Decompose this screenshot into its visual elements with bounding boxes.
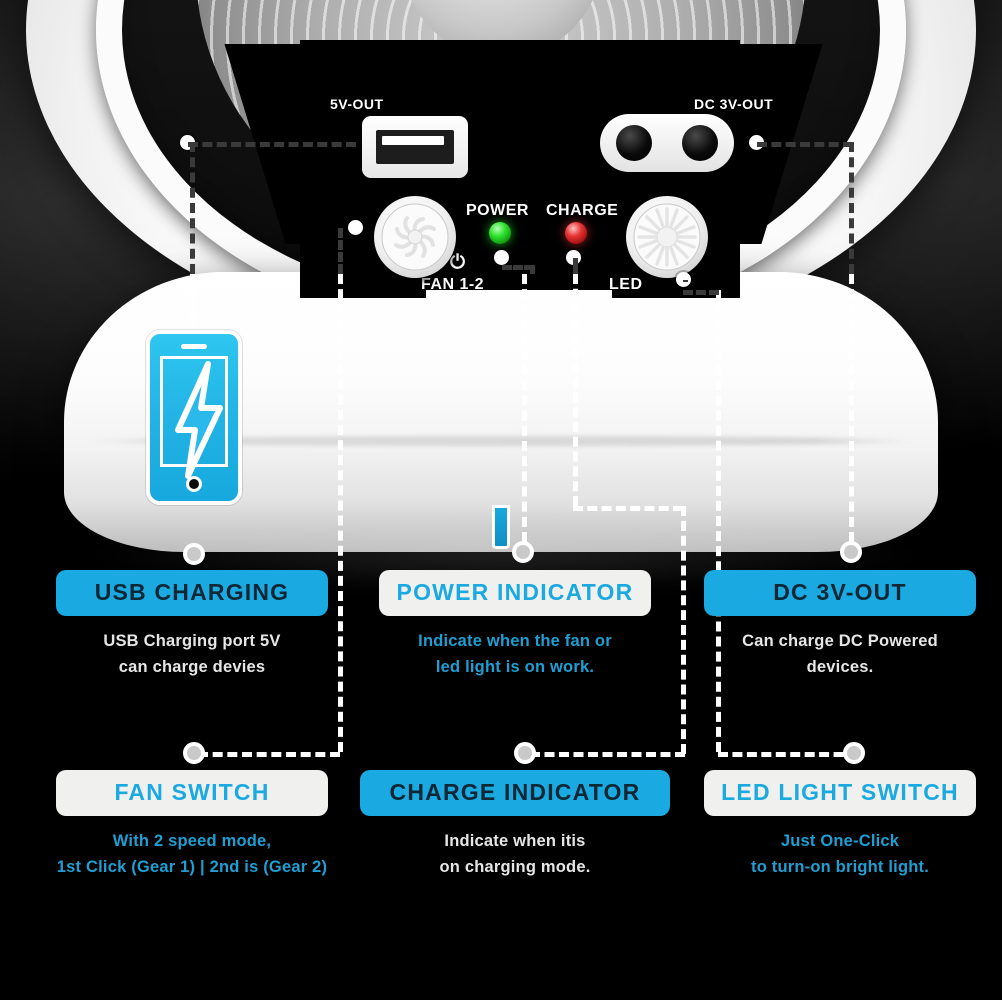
connector-power-h1 (502, 265, 534, 270)
led-sunburst-icon (633, 203, 701, 271)
feature-title-led-light-switch: LED LIGHT SWITCH (704, 770, 976, 816)
lightning-bolt-icon (175, 361, 223, 479)
feature-title-power-indicator: POWER INDICATOR (379, 570, 651, 616)
label-5v-out: 5V-OUT (330, 96, 384, 112)
dc-hole-left (616, 125, 652, 161)
power-led-indicator (489, 222, 511, 244)
connector-charge-v3 (681, 506, 686, 754)
label-dc-3v-out: DC 3V-OUT (694, 96, 774, 112)
feature-title-fan-switch: FAN SWITCH (56, 770, 328, 816)
feature-card-usb-charging[interactable]: USB CHARGING USB Charging port 5V can ch… (56, 570, 328, 680)
connector-node-dc (840, 541, 862, 563)
connector-dot-led (676, 272, 691, 287)
phone-home-button (186, 476, 202, 492)
usb-port-cavity (376, 130, 454, 164)
feature-card-led-light-switch[interactable]: LED LIGHT SWITCH Just One-Click to turn-… (704, 770, 976, 880)
connector-dc-h1 (757, 142, 853, 147)
usb-port-icon[interactable] (362, 116, 468, 178)
connector-dot-fan (348, 220, 363, 235)
feature-card-charge-indicator[interactable]: CHARGE INDICATOR Indicate when itis on c… (360, 770, 670, 880)
feature-card-fan-switch[interactable]: FAN SWITCH With 2 speed mode, 1st Click … (56, 770, 328, 880)
led-knob-icon[interactable] (626, 196, 708, 278)
connector-led-h0 (683, 290, 719, 295)
usb-port-tongue (382, 136, 444, 145)
connector-fan-v1 (338, 228, 343, 274)
feature-caption-charge-indicator: Indicate when itis on charging mode. (360, 829, 670, 880)
connector-usb-v2 (190, 274, 195, 336)
phone-charging-icon (146, 330, 242, 505)
caption-line: Just One-Click (780, 832, 900, 850)
label-power: POWER (466, 202, 529, 219)
connector-fan-v2 (338, 274, 343, 752)
dc-barrel-port-icon[interactable] (600, 114, 734, 172)
power-symbol-icon: ⏻ (450, 252, 466, 273)
feature-card-dc-3v-out[interactable]: DC 3V-OUT Can charge DC Powered devices. (704, 570, 976, 680)
caption-line: to turn-on bright light. (751, 857, 929, 876)
caption-line: Indicate when the fan or (418, 632, 612, 650)
connector-led-v1 (716, 290, 721, 752)
fan-blades-icon (381, 203, 449, 271)
feature-caption-usb-charging: USB Charging port 5V can charge devies (56, 629, 328, 680)
caption-line: can charge devies (118, 657, 266, 676)
feature-card-power-indicator[interactable]: POWER INDICATOR Indicate when the fan or… (379, 570, 651, 680)
caption-line: on charging mode. (439, 857, 591, 876)
connector-charge-v1 (573, 258, 578, 274)
caption-line: devices. (806, 657, 874, 676)
caption-line: Can charge DC Powered (742, 632, 938, 650)
connector-led-h1 (718, 752, 858, 757)
caption-line: led light is on work. (435, 657, 595, 676)
fan-knob-icon[interactable] (374, 196, 456, 278)
connector-dc-v1 (849, 142, 854, 274)
connector-usb-h1 (188, 142, 356, 147)
feature-caption-led-light-switch: Just One-Click to turn-on bright light. (704, 829, 976, 880)
connector-charge-v2 (573, 274, 578, 506)
label-charge: CHARGE (546, 202, 619, 219)
connector-node-power (512, 541, 534, 563)
caption-line: 1st Click (Gear 1) | 2nd is (Gear 2) (56, 857, 328, 876)
connector-dot-power (494, 250, 509, 265)
connector-usb-v1 (190, 142, 195, 274)
label-led: LED (609, 276, 643, 293)
dc-hole-right (682, 125, 718, 161)
connector-node-usb (183, 543, 205, 565)
feature-title-charge-indicator: CHARGE INDICATOR (360, 770, 670, 816)
connector-charge-h2 (530, 752, 685, 757)
connector-charge-h1 (573, 506, 683, 511)
caption-line: Indicate when itis (444, 832, 586, 850)
label-fan-1-2: FAN 1-2 (421, 276, 485, 293)
feature-caption-dc-3v-out: Can charge DC Powered devices. (704, 629, 976, 680)
feature-caption-fan-switch: With 2 speed mode, 1st Click (Gear 1) | … (56, 829, 328, 880)
connector-node-fan (183, 742, 205, 764)
connector-node-charge (514, 742, 536, 764)
connector-power-v1 (530, 265, 535, 274)
connector-led-v0 (683, 280, 688, 282)
charge-led-indicator (565, 222, 587, 244)
connector-fan-h1 (198, 752, 340, 757)
connector-node-led (843, 742, 865, 764)
connector-power-v2 (522, 274, 527, 542)
phone-earpiece (181, 344, 207, 349)
caption-line: With 2 speed mode, (112, 832, 272, 850)
feature-title-dc-3v-out: DC 3V-OUT (704, 570, 976, 616)
caption-line: USB Charging port 5V (103, 632, 281, 650)
connector-dc-v2 (849, 274, 854, 542)
feature-title-usb-charging: USB CHARGING (56, 570, 328, 616)
phone-charging-cable (492, 505, 510, 549)
fan-base-seam (84, 436, 918, 446)
feature-caption-power-indicator: Indicate when the fan or led light is on… (379, 629, 651, 680)
